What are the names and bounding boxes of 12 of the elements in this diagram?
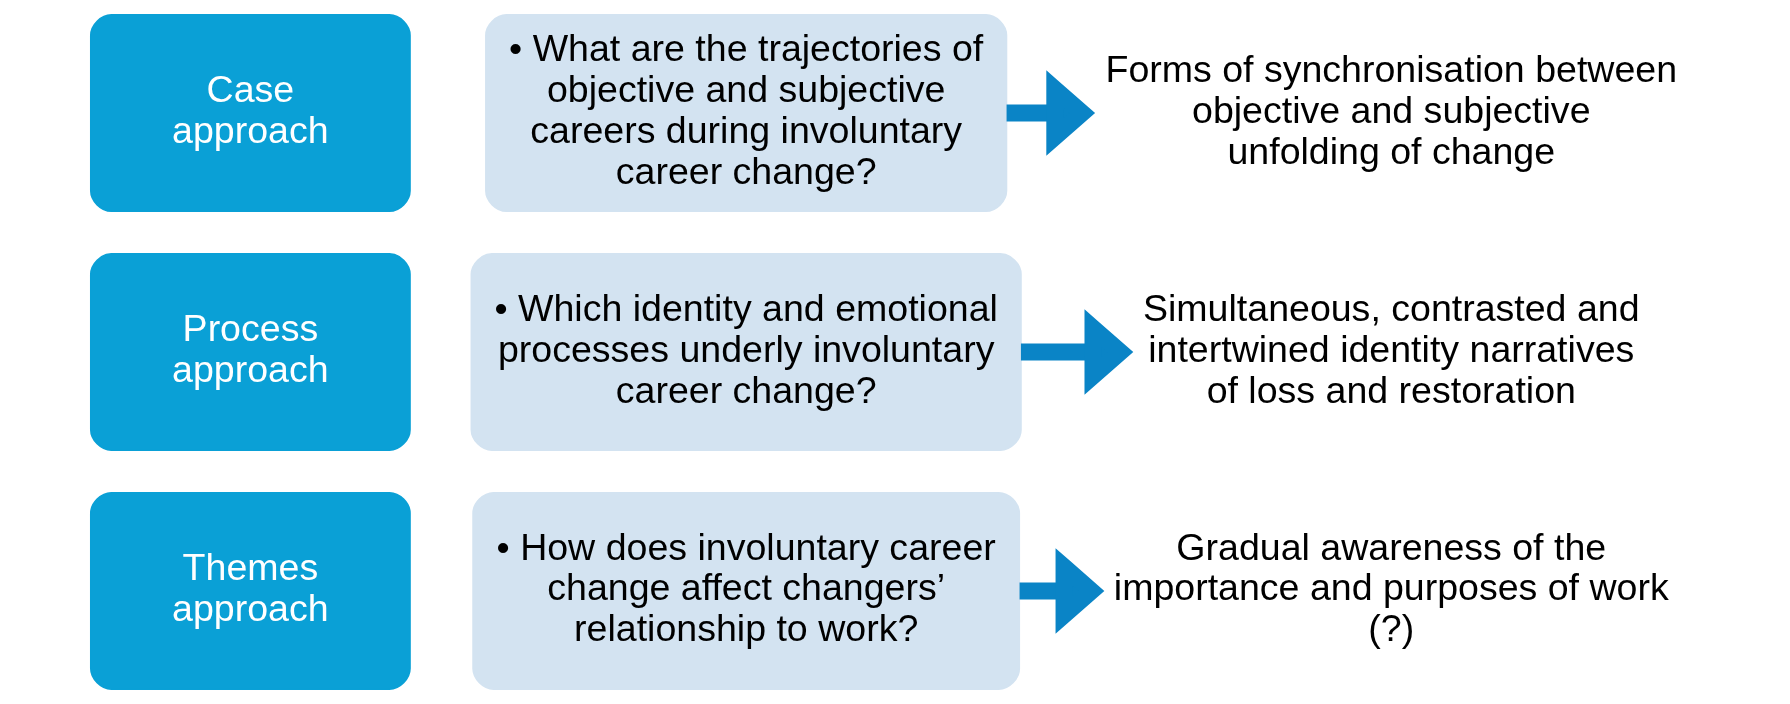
node-box: Themes approach — [89, 491, 411, 690]
node-text: Simultaneous, contrasted and intertwined identity narratives of loss and restoration — [1142, 286, 1640, 411]
node-box: Case approach — [89, 14, 411, 213]
node-text: Forms of synchronisation between objective and subjective unfolding of change — [1104, 47, 1677, 172]
node-text: Gradual awareness of the importance and purposes of work (?) — [1113, 525, 1669, 650]
arrow — [1020, 309, 1133, 395]
arrow — [1019, 548, 1104, 634]
arrow — [1006, 70, 1095, 156]
node-box: • How does involuntary career change affect changers’ relationship to work? — [471, 491, 1020, 690]
node-box: • Which identity and emotional processes underly involuntary career change? — [470, 253, 1022, 451]
node-box: Process approach — [89, 253, 411, 451]
node-box: • What are the trajectories of objective and subjective careers during involuntary career change? — [484, 14, 1007, 213]
